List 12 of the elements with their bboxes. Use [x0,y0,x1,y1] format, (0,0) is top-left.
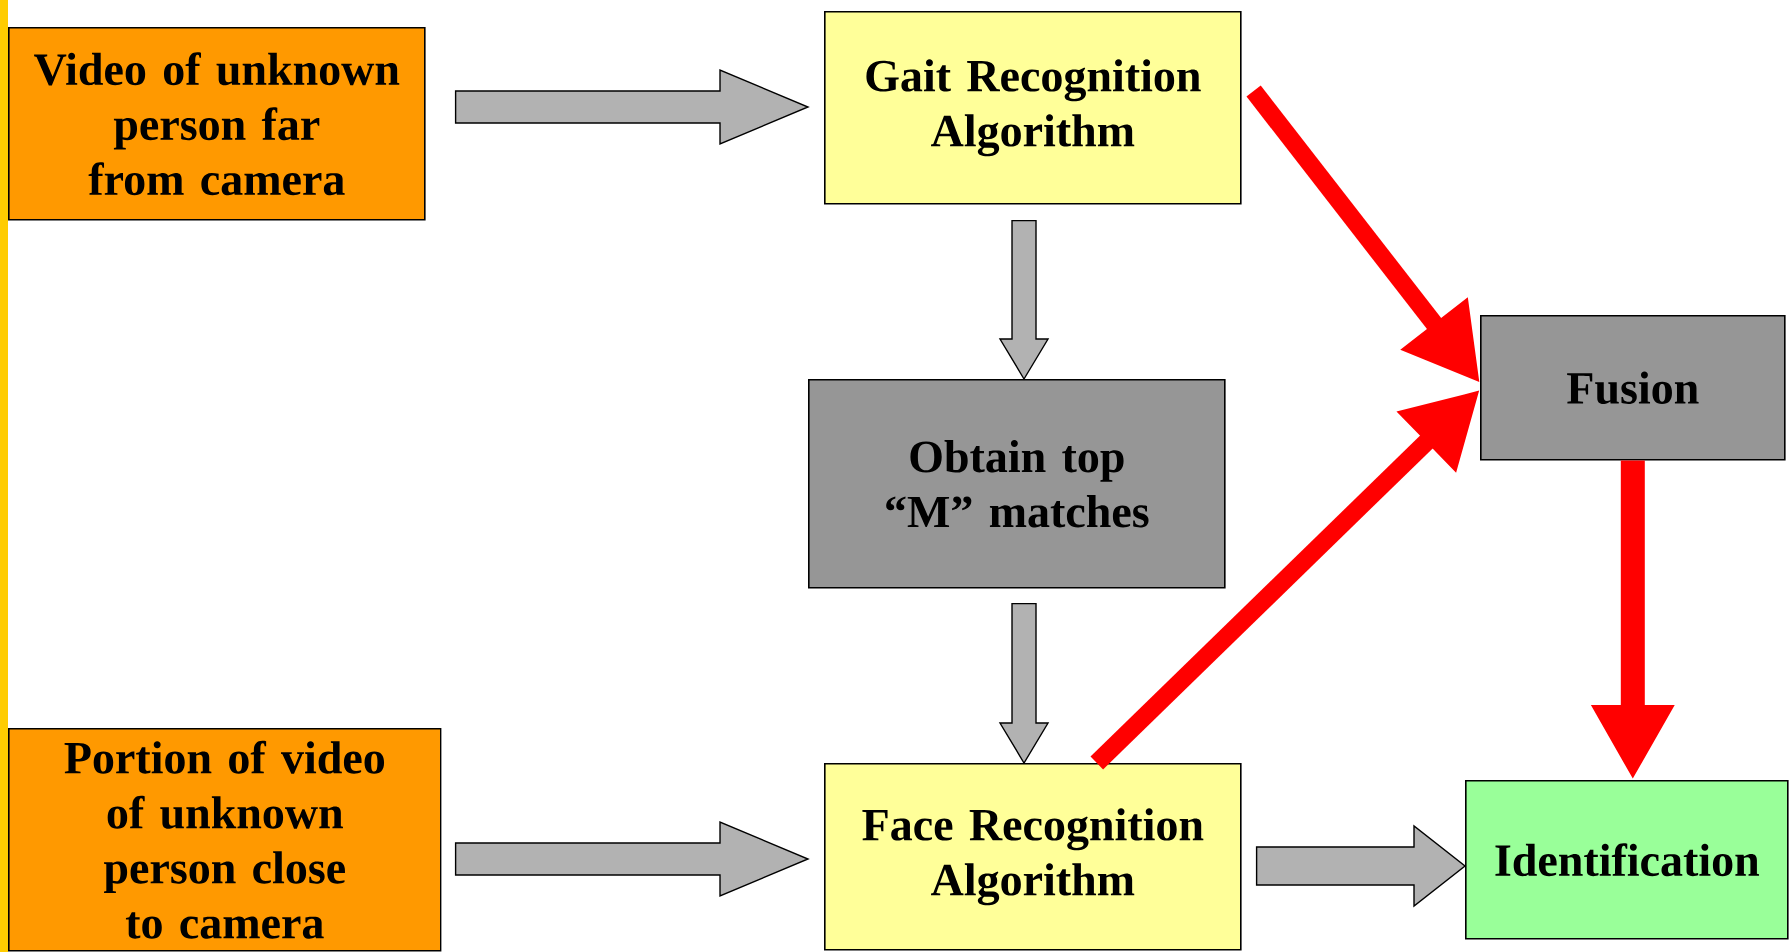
process-box: Portion of video of unknown person close to camera [8,728,442,952]
process-box: Video of unknown person far from camera [8,27,426,221]
process-box: Gait Recognition Algorithm [824,11,1242,205]
process-box: Identification [1465,780,1789,940]
block-arrow [1255,824,1467,908]
block-arrow [454,68,810,146]
process-box: Face Recognition Algorithm [824,763,1242,951]
process-box: Fusion [1480,315,1786,461]
block-arrow [454,820,810,898]
process-box: Obtain top “M” matches [808,379,1226,589]
block-arrow [998,219,1050,381]
block-arrow [998,602,1050,765]
